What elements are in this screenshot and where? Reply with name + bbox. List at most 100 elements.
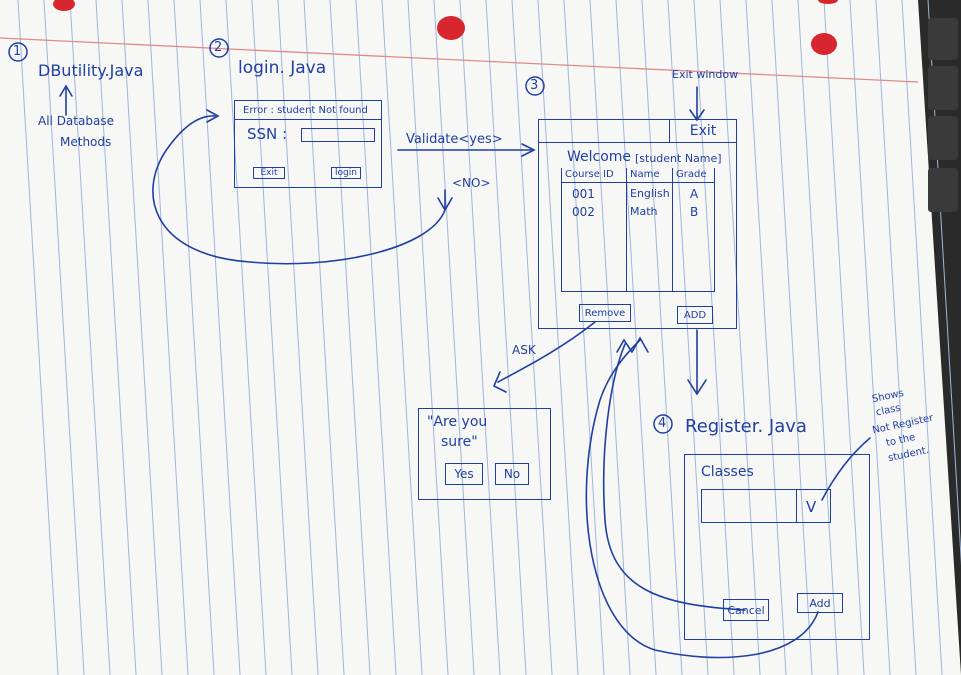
- step-circle: [209, 38, 229, 58]
- remove-button[interactable]: Remove: [579, 304, 631, 322]
- courses-table: Course ID Name Grade 001 English A 002 M…: [561, 168, 715, 292]
- validate-no-label: <NO>: [452, 176, 491, 190]
- ruled-line: [17, 0, 59, 675]
- ruled-line: [901, 0, 943, 675]
- ruled-line: [147, 0, 189, 675]
- ruled-line: [433, 0, 475, 675]
- ruled-line: [823, 0, 865, 675]
- punch-hole: [53, 0, 75, 11]
- ruled-line: [459, 0, 501, 675]
- register-window: Classes V Cancel Add: [684, 454, 870, 640]
- table-cell: English: [630, 187, 670, 200]
- login-window: Error : student Not found SSN : Exit log…: [234, 100, 382, 188]
- classes-dropdown[interactable]: V: [701, 489, 831, 523]
- ruled-line: [173, 0, 215, 675]
- punch-hole: [811, 33, 837, 55]
- add-return-connector: [585, 339, 819, 659]
- ruled-line: [589, 0, 631, 675]
- ruled-line: [95, 0, 137, 675]
- step-circle: [653, 414, 673, 434]
- confirm-yes-button[interactable]: Yes: [445, 463, 483, 485]
- main-window: Exit Welcome [student Name] Course ID Na…: [538, 119, 737, 329]
- login-exit-button[interactable]: Exit: [253, 167, 285, 179]
- punch-hole: [437, 16, 465, 40]
- classes-label: Classes: [701, 464, 754, 480]
- ruled-line: [849, 0, 891, 675]
- arrow-head: [687, 379, 707, 396]
- step-circle: [525, 76, 545, 96]
- ruled-line: [43, 0, 85, 675]
- arrow-head: [59, 84, 73, 97]
- title-divider: [235, 119, 381, 120]
- margin-line: [0, 37, 919, 83]
- ruled-line: [381, 0, 423, 675]
- cancel-return-connector: [602, 343, 746, 611]
- register-add-button[interactable]: Add: [797, 593, 843, 613]
- ruled-line: [303, 0, 345, 675]
- table-cell: 002: [572, 205, 595, 219]
- step-number: 3: [530, 78, 539, 93]
- main-exit-button[interactable]: Exit: [669, 120, 736, 143]
- confirm-dialog: "Are you sure" Yes No: [418, 408, 551, 500]
- welcome-label: Welcome: [567, 149, 632, 165]
- step-number: 1: [13, 44, 22, 59]
- table-cell: Math: [630, 205, 658, 218]
- arrow-head: [689, 109, 705, 122]
- column-header: Name: [630, 169, 660, 180]
- chevron-down-icon[interactable]: V: [806, 498, 817, 516]
- step-number: 4: [658, 416, 667, 431]
- step-number: 2: [214, 40, 223, 55]
- register-cancel-button[interactable]: Cancel: [723, 599, 769, 621]
- ruled-line: [355, 0, 397, 675]
- confirm-question-line1: "Are you: [427, 414, 488, 430]
- ruled-line: [771, 0, 813, 675]
- ruled-line: [251, 0, 293, 675]
- ruled-line: [199, 0, 241, 675]
- ruled-line: [69, 0, 111, 675]
- keyboard-edge: [928, 18, 958, 212]
- ruled-line: [719, 0, 761, 675]
- ruled-line: [667, 0, 709, 675]
- confirm-question-line2: sure": [441, 434, 478, 450]
- ask-label: ASK: [512, 343, 536, 357]
- column-divider: [626, 168, 627, 291]
- ruled-line: [511, 0, 553, 675]
- ruled-line: [121, 0, 163, 675]
- login-button[interactable]: login: [331, 167, 361, 179]
- confirm-no-button[interactable]: No: [495, 463, 529, 485]
- ruled-line: [563, 0, 605, 675]
- exit-window-note: Exit window: [672, 68, 739, 81]
- table-cell: 001: [572, 187, 595, 201]
- dropdown-divider: [796, 490, 797, 522]
- arrow-head: [437, 197, 453, 212]
- ruled-line: [927, 0, 961, 566]
- login-title: login. Java: [238, 58, 327, 78]
- ruled-line: [277, 0, 319, 675]
- ruled-line: [485, 0, 527, 675]
- arrow-head: [521, 143, 536, 157]
- validate-yes-label: Validate<yes>: [406, 132, 503, 147]
- ruled-line: [407, 0, 449, 675]
- ruled-line: [693, 0, 735, 675]
- ssn-label: SSN :: [247, 125, 288, 143]
- ruled-line: [797, 0, 839, 675]
- column-header: Course ID: [565, 169, 614, 180]
- register-title: Register. Java: [685, 416, 807, 437]
- ssn-input[interactable]: [301, 128, 375, 142]
- ruled-line: [615, 0, 657, 675]
- ruled-line: [641, 0, 683, 675]
- ruled-lines: [17, 0, 961, 675]
- ruled-line: [875, 0, 917, 675]
- table-cell: A: [690, 187, 699, 201]
- ruled-line: [225, 0, 267, 675]
- column-header: Grade: [676, 169, 707, 180]
- table-cell: B: [690, 205, 699, 219]
- title-bar-divider: [539, 142, 736, 143]
- note-pointer-connector: [821, 437, 871, 501]
- header-divider: [562, 182, 714, 183]
- main-add-button[interactable]: ADD: [677, 306, 713, 324]
- retry-loop-connector: [152, 115, 446, 265]
- ask-connector: [497, 321, 596, 383]
- login-error-message: Error : student Not found: [243, 105, 368, 116]
